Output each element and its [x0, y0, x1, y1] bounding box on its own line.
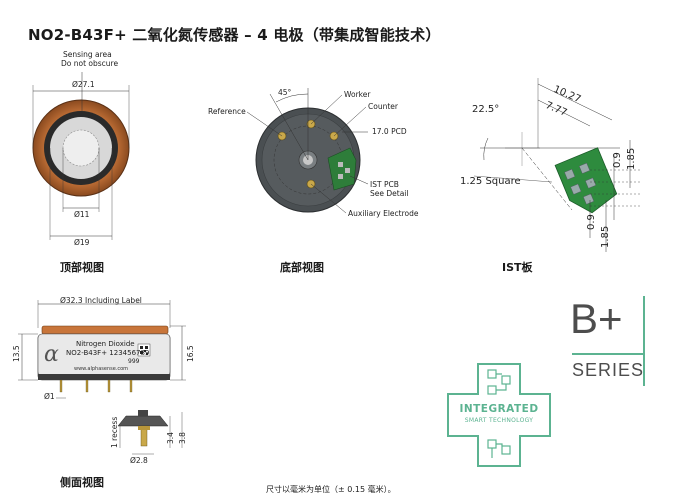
label-url: www.alphasense.com	[74, 366, 129, 372]
counter-label: Counter	[368, 102, 398, 111]
pcd-label: 17.0 PCD	[372, 127, 407, 136]
dim-3-4: 3.4	[166, 432, 175, 444]
side-view: Ø32.3 Including Label 13.5 16.5 α Nitrog…	[0, 290, 220, 490]
ist-board-caption: IST板	[502, 261, 533, 274]
qr-code	[137, 343, 151, 357]
footer-note: 尺寸以毫米为单位（± 0.15 毫米）。	[266, 485, 396, 494]
angle-45-label: 45°	[278, 88, 292, 97]
top-view-drawing	[32, 72, 130, 240]
label-line-3: 999	[128, 358, 140, 365]
dim-recess: 1 recess	[110, 416, 119, 448]
bottom-view-caption: 底部视图	[280, 261, 324, 274]
sensing-area-label-2: Do not obscure	[61, 59, 119, 68]
bottom-view-drawing	[246, 88, 369, 214]
dim-3-8: 3.8	[178, 432, 187, 444]
page-title: NO2-B43F+ 二氧化氮传感器 – 4 电极（带集成智能技术）	[28, 26, 441, 44]
dim-inner-diameter: Ø11	[74, 210, 90, 219]
ist-pcb-shape	[327, 147, 357, 191]
dim-pin-diameter: Ø1	[44, 392, 55, 401]
sensing-area-label-1: Sensing area	[63, 50, 112, 59]
dim-mid-diameter: Ø19	[74, 238, 90, 247]
integrated-smart-logo: INTEGRATED SMART TECHNOLOGY	[446, 362, 552, 468]
dim-0-9-right: 0.9	[612, 152, 623, 168]
square-label: 1.25 Square	[460, 176, 521, 187]
pin-detail	[117, 410, 183, 455]
side-view-caption: 侧面视图	[60, 476, 104, 489]
integrated-cross	[447, 363, 551, 467]
ist-board-shape	[554, 147, 618, 214]
dim-outer-diameter: Ø27.1	[72, 80, 95, 89]
reference-label: Reference	[208, 107, 246, 116]
smart-technology-text: SMART TECHNOLOGY	[464, 417, 534, 424]
dim-1-85-right: 1.85	[626, 147, 637, 170]
integrated-text: INTEGRATED	[459, 403, 539, 415]
bottom-view: 45° Worker Counter Reference 17.0 PCD IS…	[200, 80, 430, 280]
auxiliary-electrode-label: Auxiliary Electrode	[348, 209, 419, 218]
label-line-2: NO2-B43F+ 123456789	[66, 349, 150, 357]
top-view-caption: 顶部视图	[60, 261, 104, 274]
bplus-series-logo: B+ SERIES	[568, 294, 668, 388]
ist-pcb-label: IST PCB	[370, 180, 399, 189]
dim-16-5: 16.5	[186, 345, 195, 362]
top-view: Sensing area Do not obscure Ø27.1 Ø11 Ø1…	[0, 0, 170, 290]
bplus-frame	[572, 296, 645, 386]
series-text: SERIES	[572, 360, 645, 380]
sensor-top-cap	[41, 325, 169, 335]
see-detail-label: See Detail	[370, 189, 409, 198]
bplus-brand: B+	[570, 295, 623, 342]
dim-0-9-bottom: 0.9	[586, 214, 597, 230]
angle-22-5-label: 22.5°	[472, 104, 500, 115]
dim-1-85-bottom: 1.85	[600, 225, 611, 248]
dim-2-8: Ø2.8	[130, 456, 148, 465]
label-line-1: Nitrogen Dioxide	[76, 340, 135, 348]
sensing-area-circle	[62, 129, 100, 167]
side-view-drawing	[18, 300, 186, 455]
ist-board-view: 10.27 7.77 22.5° 1.25 Square 0.9 1.85 0.…	[440, 70, 660, 280]
alpha-logo: α	[44, 342, 59, 367]
ist-board-drawing	[473, 78, 640, 252]
dim-13-5: 13.5	[12, 345, 21, 362]
dim-width-label: Ø32.3 Including Label	[60, 296, 142, 305]
circuit-icon	[487, 369, 511, 458]
worker-label: Worker	[344, 90, 371, 99]
